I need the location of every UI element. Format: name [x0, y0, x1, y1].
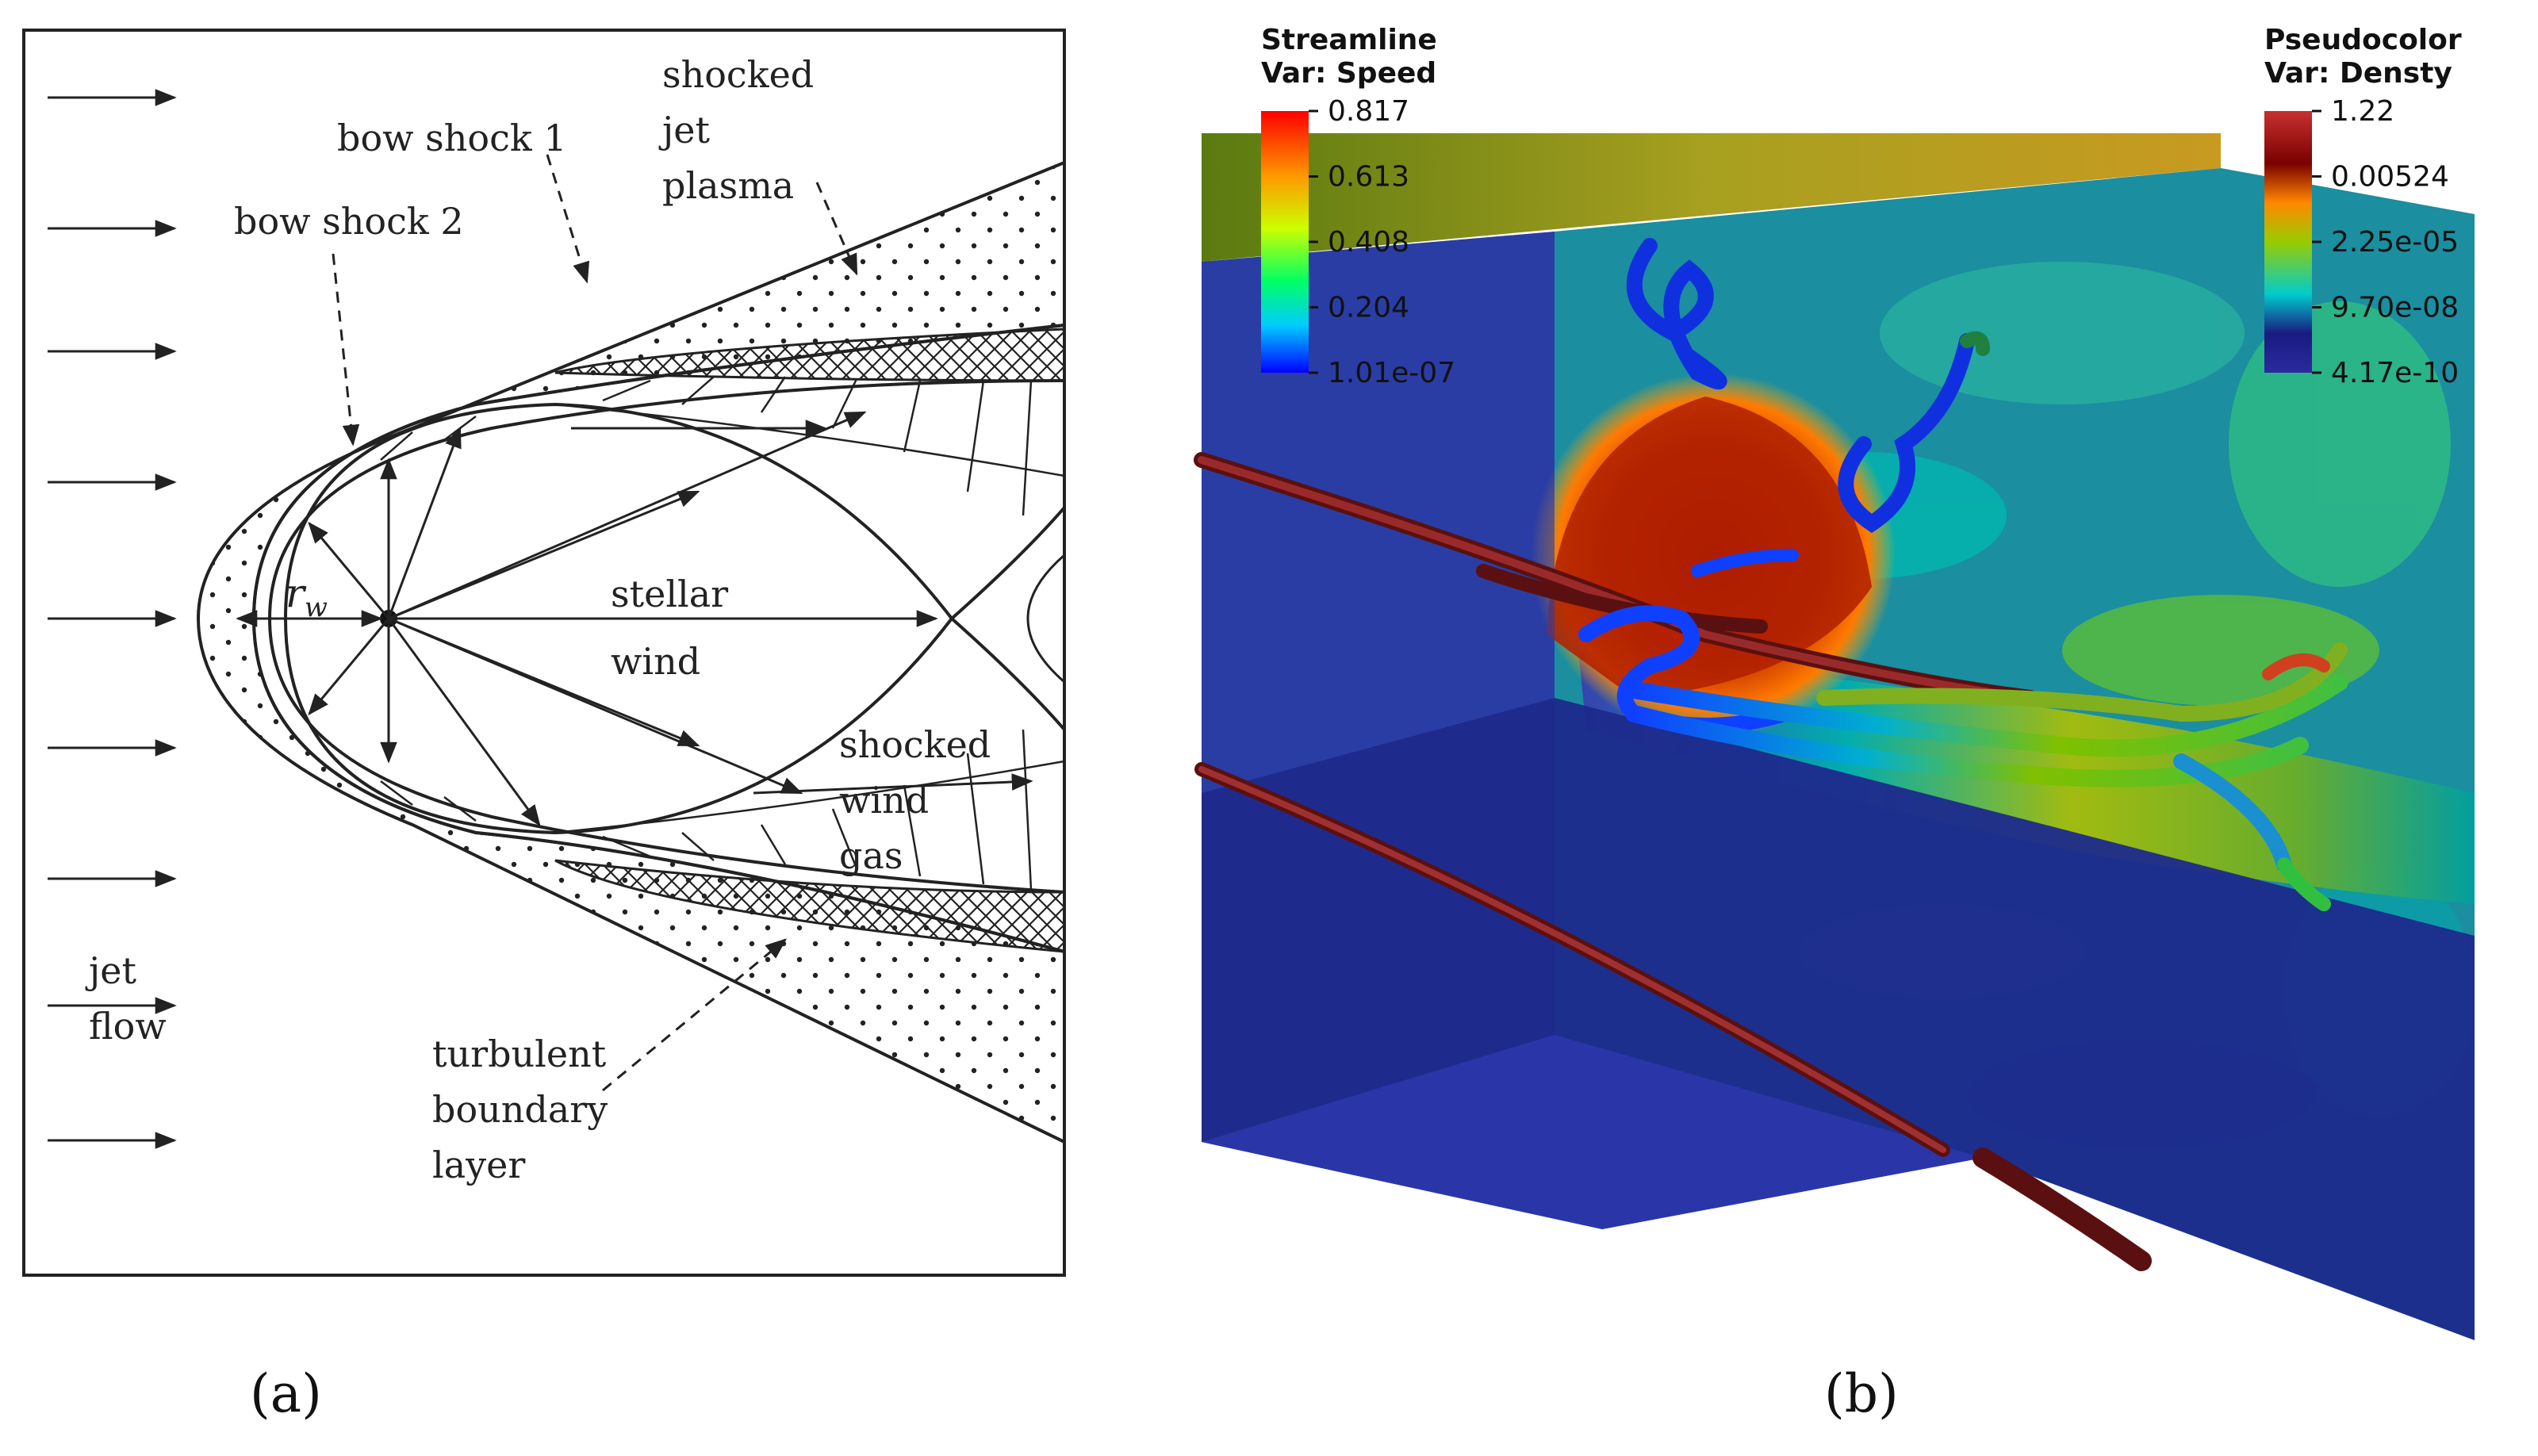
- speed-streamlines: [1578, 238, 2348, 911]
- label-flow: flow: [89, 1005, 167, 1048]
- streamline-legend-title: Streamline Var: Speed: [1261, 24, 1447, 90]
- jet-flow-arrows: [48, 89, 177, 1149]
- streamline-tick-label: 0.613: [1328, 161, 1409, 193]
- streamline-tick-label: 1.01e-07: [1328, 357, 1455, 389]
- streamline-colorbar: [1261, 111, 1309, 373]
- label-wind: wind: [611, 640, 700, 683]
- turbulent-layer-bottom: [554, 859, 1064, 953]
- label-shocked: shocked: [662, 53, 814, 96]
- density-legend-title: Pseudocolor Var: Densty: [2264, 24, 2471, 90]
- label-shocked-jet-plasma: shocked jet plasma: [658, 53, 826, 207]
- label-boundary: boundary: [432, 1088, 608, 1131]
- density-tick-label: 4.17e-10: [2331, 357, 2459, 389]
- caption-a: (a): [250, 1363, 322, 1424]
- label-gas: gas: [839, 834, 903, 877]
- label-bow-shock-1: bow shock 1: [337, 117, 567, 159]
- label-layer: layer: [432, 1144, 525, 1186]
- wind-arrows: [308, 411, 1033, 827]
- label-jet-flow: jet flow: [85, 949, 167, 1048]
- stellar-wind-region: [283, 402, 1064, 835]
- density-tick-label: 1.22: [2331, 95, 2394, 128]
- streamline-tick-label: 0.204: [1328, 292, 1409, 324]
- panel-b: Streamline Var: Speed 0.817 0.613 0.408 0.2…: [1194, 24, 2475, 1424]
- density-tick-label: 9.70e-08: [2331, 292, 2459, 324]
- label-jet: jet: [658, 109, 710, 151]
- label-stellar: stellar: [611, 573, 728, 615]
- label-turbulent-boundary-layer: turbulent boundary layer: [432, 1033, 619, 1186]
- leader-lines: [332, 154, 858, 1092]
- label-wind-2: wind: [839, 779, 929, 822]
- streamline-tick-label: 0.408: [1328, 226, 1409, 259]
- streamline-legend: Streamline Var: Speed 0.817 0.613 0.408 0.2…: [1261, 24, 1455, 389]
- label-rw: rw: [286, 570, 328, 623]
- label-shocked-wind-gas: shocked wind gas: [839, 723, 1003, 877]
- plane-top-back: [1202, 133, 2221, 262]
- label-turbulent: turbulent: [432, 1033, 607, 1075]
- streamline-tick-label: 0.817: [1328, 95, 1409, 128]
- shocked-wind-grid: [380, 376, 1064, 891]
- density-tick-label: 2.25e-05: [2331, 226, 2459, 259]
- density-colorbar: [2264, 111, 2312, 373]
- caption-b: (b): [1824, 1363, 1899, 1424]
- panel-a: shocked jet plasma bow shock 1 bow shock…: [22, 29, 1066, 1424]
- label-bow-shock-2: bow shock 2: [234, 200, 464, 243]
- turbulent-layer-top: [554, 328, 1064, 382]
- label-plasma: plasma: [662, 164, 794, 207]
- label-stellar-wind: stellar wind: [611, 573, 740, 683]
- density-legend: Pseudocolor Var: Densty 1.22 0.00524 2.25e…: [2264, 24, 2471, 389]
- label-jet-2: jet: [85, 949, 136, 992]
- label-shocked-2: shocked: [839, 723, 991, 766]
- density-tick-label: 0.00524: [2331, 161, 2449, 193]
